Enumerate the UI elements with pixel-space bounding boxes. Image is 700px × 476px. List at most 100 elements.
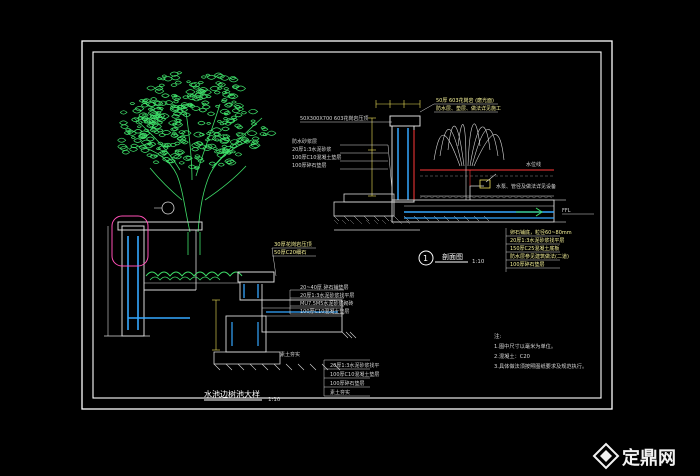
tree-leaf	[206, 135, 217, 141]
tree-leaf	[130, 136, 136, 139]
tree-leaf	[223, 112, 229, 116]
tree-leaf	[213, 132, 222, 137]
tree-leaf	[241, 111, 248, 115]
tree-leaf	[142, 99, 149, 103]
tree-leaf	[156, 128, 164, 133]
tree-leaf	[201, 100, 210, 106]
tree-leaf	[164, 100, 174, 105]
tree-leaf	[170, 133, 179, 138]
tree-leaf	[215, 104, 220, 108]
tree-leaf	[161, 93, 170, 98]
tree-leaf	[217, 82, 226, 88]
tree-leaf	[154, 88, 165, 94]
tree-leaf	[219, 134, 229, 140]
tree-leaf	[144, 118, 154, 124]
tree-leaf	[228, 77, 239, 83]
callout-scale: 1:10	[472, 259, 485, 265]
tree-leaf	[193, 131, 204, 138]
tree-leaf	[261, 127, 269, 132]
tree-leaf	[197, 80, 204, 85]
tree-leaf	[221, 99, 227, 103]
tree-leaf	[120, 124, 129, 129]
tree-leaf	[202, 89, 212, 95]
tree-leaf	[139, 130, 151, 137]
inner-frame	[92, 51, 602, 399]
tree-leaf	[180, 111, 188, 116]
tree-leaf	[178, 130, 186, 135]
tree-leaf	[196, 141, 203, 146]
tree-leaf	[181, 140, 189, 145]
right-pool-section	[300, 100, 594, 272]
tree-leaf	[185, 89, 196, 95]
tree-leaf	[224, 121, 232, 126]
tree-leaf	[169, 105, 181, 111]
tree-leaf	[146, 153, 154, 158]
tree-leaf	[213, 149, 221, 154]
tree-leaf	[206, 95, 212, 99]
tree-leaf	[243, 139, 251, 144]
tree-leaf	[147, 142, 153, 146]
right-block-label: 50X300X700 603花岗岩压顶	[300, 115, 368, 122]
tree-leaf	[191, 105, 201, 111]
tree-leaf	[158, 133, 166, 138]
tree-leaf	[169, 106, 181, 113]
right-side-note-4: 100厚碎石垫层	[292, 162, 327, 169]
tree-leaf	[198, 132, 205, 137]
tree-leaf	[236, 132, 247, 138]
tree-leaf	[199, 94, 208, 99]
tree-leaf	[141, 139, 152, 146]
tree-leaf	[226, 118, 236, 124]
tree-leaf	[219, 139, 230, 145]
tree-leaf	[131, 117, 140, 122]
tree-leaf	[219, 75, 230, 81]
tree-leaf	[146, 123, 155, 128]
tree-leaf	[206, 74, 217, 80]
tree-leaf	[160, 77, 166, 81]
tree-leaf	[250, 142, 256, 146]
tree-leaf	[140, 147, 150, 153]
tree-leaf	[174, 80, 182, 85]
tree-leaf	[151, 123, 162, 130]
right-header-note-2: 防水层、垫层、做法详见施工	[436, 105, 501, 112]
tree-leaf	[154, 86, 164, 91]
left-layer-note-2: 20厚1:3水泥砂浆找平层	[300, 292, 354, 299]
right-side-note-3: 100厚C10混凝土垫层	[292, 154, 341, 161]
tree-leaf	[186, 80, 192, 84]
tree-leaf	[182, 95, 189, 99]
tree-leaf	[219, 108, 230, 115]
tree-leaf	[204, 144, 213, 149]
callout-number: 1	[423, 254, 428, 263]
tree-leaf	[173, 100, 179, 104]
tree-leaf	[246, 130, 258, 137]
tree-leaf	[171, 114, 180, 119]
watermark-logo-icon	[592, 442, 620, 470]
left-lower-note-3: 100厚C10混凝土垫层	[330, 371, 379, 378]
tree-leaf	[223, 110, 232, 116]
tree-leaf	[234, 105, 242, 109]
watermark: 定鼎网	[592, 442, 676, 470]
right-bottom-note-3: 150厚C25混凝土底板	[510, 245, 559, 252]
notes-line-3: 3.具体做法须按照图纸要求及规范执行。	[494, 362, 587, 370]
tree-leaf	[147, 101, 157, 107]
right-section-labels: 50厚 603花岗岩 (磨光面) 防水层、垫层、做法详见施工 50X300X70…	[292, 97, 572, 268]
tree-leaf	[119, 145, 129, 151]
tree-leaf	[179, 135, 186, 139]
tree-leaf	[174, 118, 181, 123]
left-section-scale: 1:10	[268, 397, 281, 403]
tree-leaf	[117, 137, 127, 143]
tree-leaf	[178, 161, 185, 165]
pipe-note: 水泵、管径及做法详见设备	[496, 183, 556, 190]
tree-leaf	[191, 142, 202, 148]
right-header-note-1: 50厚 603花岗岩 (磨光面)	[436, 97, 494, 104]
tree-leaf	[208, 161, 217, 166]
tree-leaf	[221, 120, 229, 125]
right-side-note-1: 防水砂浆层	[292, 138, 317, 145]
tree-leaf	[201, 104, 211, 110]
tree-leaf	[193, 141, 204, 147]
tree-leaf	[168, 120, 178, 126]
tree-leaf	[206, 122, 212, 125]
outer-frame	[81, 40, 613, 410]
tree-canopy	[117, 71, 277, 170]
tree-leaf	[174, 121, 182, 126]
tree-leaf	[235, 85, 246, 92]
